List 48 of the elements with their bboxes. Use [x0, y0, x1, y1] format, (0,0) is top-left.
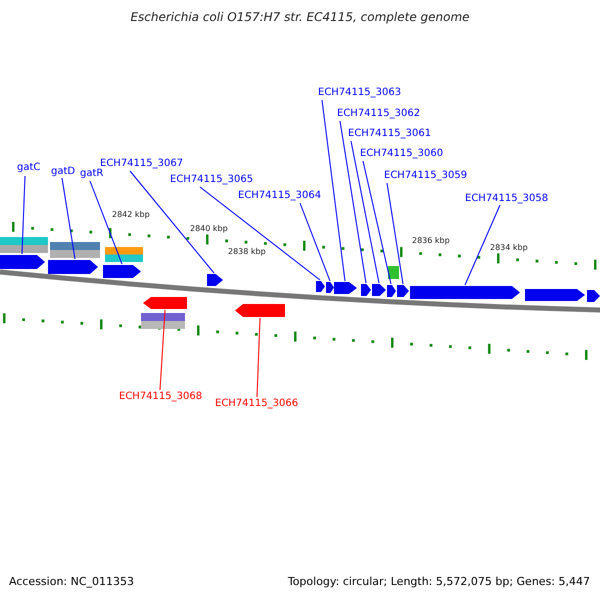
- leader-line: [322, 100, 346, 282]
- gene-label: ECH74115_3060: [360, 148, 444, 159]
- gene-feature: [587, 289, 600, 303]
- leader-line: [362, 160, 392, 284]
- gene-label: ECH74115_3066: [215, 398, 298, 409]
- leader-line: [22, 176, 26, 254]
- scale-label: 2834 kbp: [490, 243, 528, 252]
- leader-line: [130, 170, 214, 274]
- gene-label: ECH74115_3059: [384, 170, 468, 181]
- gene-feature: [48, 259, 98, 275]
- leader-line: [350, 140, 380, 284]
- leader-line: [386, 182, 404, 284]
- leader-line: [256, 318, 260, 398]
- gene-label: ECH74115_3067: [100, 158, 184, 169]
- gene-label: ECH74115_3065: [170, 174, 254, 185]
- scale-label: 2836 kbp: [412, 236, 450, 245]
- leader-line: [300, 202, 330, 282]
- gene-feature: [316, 280, 325, 293]
- gene-feature: [143, 296, 187, 310]
- leader-line: [160, 310, 166, 390]
- accession-text: Accession: NC_011353: [9, 575, 134, 588]
- gene-label: ECH74115_3063: [318, 87, 402, 98]
- gene-feature: [361, 283, 371, 297]
- gene-label: ECH74115_3061: [348, 128, 432, 139]
- genome-summary: Topology: circular; Length: 5,572,075 bp; Genes: 5,447: [288, 575, 590, 588]
- gene-feature: [525, 288, 585, 302]
- leader-line: [464, 204, 500, 286]
- gene-label: ECH74115_3068: [119, 391, 202, 402]
- gene-feature: [372, 283, 386, 297]
- scale-label: 2840 kbp: [190, 224, 228, 233]
- gene-feature: [0, 254, 45, 270]
- gene-feature: [207, 273, 223, 287]
- gene-label: gatD: [51, 166, 76, 177]
- leader-line: [62, 178, 76, 260]
- gene-label: ECH74115_3064: [238, 190, 322, 201]
- gene-label: gatC: [17, 162, 40, 173]
- gene-feature: [235, 303, 285, 318]
- gene-label: gatR: [80, 168, 104, 179]
- gene-feature: [103, 264, 141, 279]
- gene-label: ECH74115_3058: [465, 193, 548, 204]
- leader-line: [340, 120, 366, 284]
- scale-label: 2838 kbp: [228, 247, 266, 256]
- leader-line: [90, 180, 122, 264]
- gene-label: ECH74115_3062: [337, 108, 420, 119]
- scale-label: 2842 kbp: [112, 210, 150, 219]
- diagram-title: Escherichia coli O157:H7 str. EC4115, complete genome: [129, 10, 471, 24]
- leader-line: [200, 186, 320, 280]
- gene-feature: [387, 284, 396, 298]
